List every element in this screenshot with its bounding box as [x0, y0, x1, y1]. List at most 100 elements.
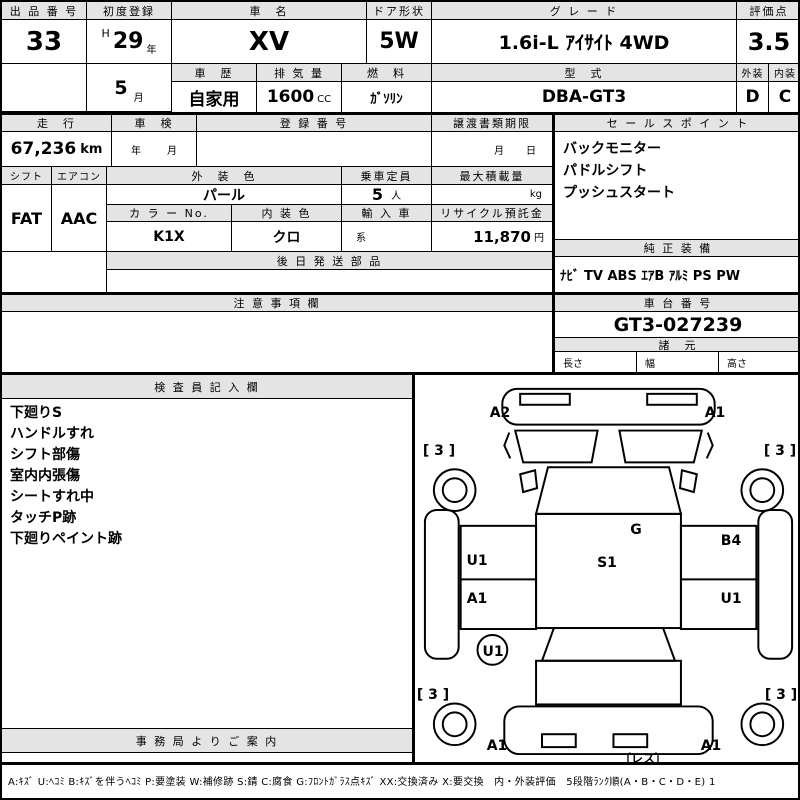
damage-mark: [ 3 ] — [416, 687, 450, 703]
car-outline-drawing — [423, 387, 794, 756]
damage-diagram: A2 A1 [ 3 ] [ 3 ] U1 G S1 B4 A1 U1 U1 [ … — [415, 375, 798, 766]
chassis-no-label: 車 台 番 号 — [555, 295, 798, 312]
max-load-label: 最大積載量 — [432, 167, 552, 185]
capacity-value: 5 — [371, 185, 384, 204]
damage-mark: A1 — [466, 591, 488, 607]
shift-label: シフト — [2, 167, 52, 185]
auction-no-value: 33 — [2, 20, 87, 64]
model-code-value: DBA-GT3 — [432, 82, 737, 112]
damage-mark: A1 — [486, 738, 508, 754]
history-label: 車 歴 — [172, 64, 257, 82]
transfer-month-unit: 月 — [494, 145, 504, 157]
damage-mark: A2 — [489, 405, 511, 421]
width-label: 幅 — [645, 358, 655, 370]
inspector-note: 室内内張傷 — [10, 468, 80, 484]
dimensions-label: 諸 元 — [555, 338, 798, 352]
color-no-value: K1X — [107, 222, 232, 252]
inspector-label: 検 査 員 記 入 欄 — [2, 375, 412, 399]
office-info-label: 事 務 局 よ り ご 案 内 — [2, 729, 412, 753]
notes-area — [2, 312, 552, 372]
aircon-label: エアコン — [52, 167, 107, 185]
registration-no-label: 登 録 番 号 — [197, 115, 432, 132]
inspector-note: シフト部傷 — [10, 447, 80, 463]
interior-color-suffix-cell: 系 — [342, 222, 432, 252]
damage-mark: S1 — [597, 555, 617, 571]
month-unit: 月 — [133, 93, 144, 104]
damage-mark: U1 — [466, 553, 488, 569]
inspector-note: シートすれ中 — [10, 489, 94, 505]
damage-mark: U1 — [720, 591, 742, 607]
exterior-color-value: パール — [107, 185, 342, 205]
length-label: 長さ — [563, 358, 583, 370]
year-unit: 年 — [146, 45, 157, 56]
model-code-label: 型 式 — [432, 64, 737, 82]
inspector-note: タッチP跡 — [10, 510, 77, 526]
shaken-label: 車 検 — [112, 115, 197, 132]
fuel-value: ｶﾞｿﾘﾝ — [342, 82, 432, 112]
car-name-label: 車 名 — [172, 2, 367, 20]
transfer-deadline-label: 譲渡書類期限 — [432, 115, 552, 132]
capacity-unit: 人 — [391, 191, 402, 202]
sales-point-label: セ ー ル ス ポ イ ン ト — [555, 115, 798, 132]
exterior-label: 外装 — [737, 64, 769, 82]
shaken-month-unit: 月 — [167, 145, 177, 157]
recycle-deposit-unit: 円 — [534, 233, 544, 244]
length-cell: 長さ — [555, 352, 637, 372]
score-label: 評価点 — [737, 2, 798, 20]
later-parts-label: 後 日 発 送 部 品 — [107, 252, 552, 270]
first-reg-year: 29 — [112, 29, 144, 54]
office-info-area — [2, 753, 412, 762]
displacement-unit: CC — [317, 94, 332, 105]
inspector-note: ハンドルすれ — [10, 426, 94, 442]
auction-no-label: 出 品 番 号 — [2, 2, 87, 20]
equipment-label: 純 正 装 備 — [555, 240, 798, 257]
max-load-cell: kg — [432, 185, 552, 205]
later-parts-value — [107, 270, 552, 292]
interior-color-value: クロ — [232, 222, 342, 252]
blank-cell — [2, 252, 107, 292]
shift-value: FAT — [2, 185, 52, 252]
door-shape-label: ドア形状 — [367, 2, 432, 20]
damage-mark: B4 — [720, 533, 742, 549]
recycle-deposit-cell: 11,870 円 — [432, 222, 552, 252]
sales-point-list: バックモニター パドルシフト プッシュスタート — [555, 132, 798, 240]
mileage-label: 走 行 — [2, 115, 112, 132]
auction-no-empty — [2, 64, 87, 112]
first-reg-year-cell: H 29 年 — [87, 20, 172, 64]
mileage-value: 67,236 — [10, 139, 77, 159]
sales-point-item: パドルシフト — [563, 163, 648, 179]
interior-label: 内装 — [769, 64, 798, 82]
registration-no-value — [197, 132, 432, 167]
era-prefix: H — [101, 27, 110, 40]
divider — [552, 112, 555, 372]
damage-mark: [ 3 ] — [763, 443, 797, 459]
history-value: 自家用 — [172, 82, 257, 112]
import-label: 輸 入 車 — [342, 205, 432, 222]
displacement-cell: 1600 CC — [257, 82, 342, 112]
width-cell: 幅 — [637, 352, 719, 372]
displacement-label: 排 気 量 — [257, 64, 342, 82]
exterior-color-label: 外 装 色 — [107, 167, 342, 185]
interior-grade: C — [769, 82, 798, 112]
divider — [412, 372, 415, 762]
first-reg-month: 5 — [114, 76, 128, 99]
equipment-value: ﾅﾋﾞ TV ABS ｴｱB ｱﾙﾐ PS PW — [555, 257, 798, 292]
inspector-note: 下廻りペイント跡 — [10, 531, 122, 547]
capacity-label: 乗車定員 — [342, 167, 432, 185]
recycle-deposit-label: リサイクル預託金 — [432, 205, 552, 222]
inspector-notes: 下廻りS ハンドルすれ シフト部傷 室内内張傷 シートすれ中 タッチP跡 下廻り… — [2, 399, 412, 729]
damage-mark: [ 3 ] — [764, 687, 798, 703]
grade-value: 1.6i-L ｱｲｻｲﾄ 4WD — [432, 20, 737, 64]
transfer-deadline-cell: 月 日 — [432, 132, 552, 167]
damage-mark: [ 3 ] — [422, 443, 456, 459]
score-value: 3.5 — [737, 20, 798, 64]
height-cell: 高さ — [719, 352, 798, 372]
exterior-grade: D — [737, 82, 769, 112]
shaken-cell: 年 月 — [112, 132, 197, 167]
first-reg-label: 初度登録 — [87, 2, 172, 20]
first-reg-month-cell: 5 月 — [87, 64, 172, 112]
sales-point-item: バックモニター — [563, 141, 661, 157]
grade-label: グ レ ー ド — [432, 2, 737, 20]
interior-color-suffix: 系 — [356, 233, 366, 244]
